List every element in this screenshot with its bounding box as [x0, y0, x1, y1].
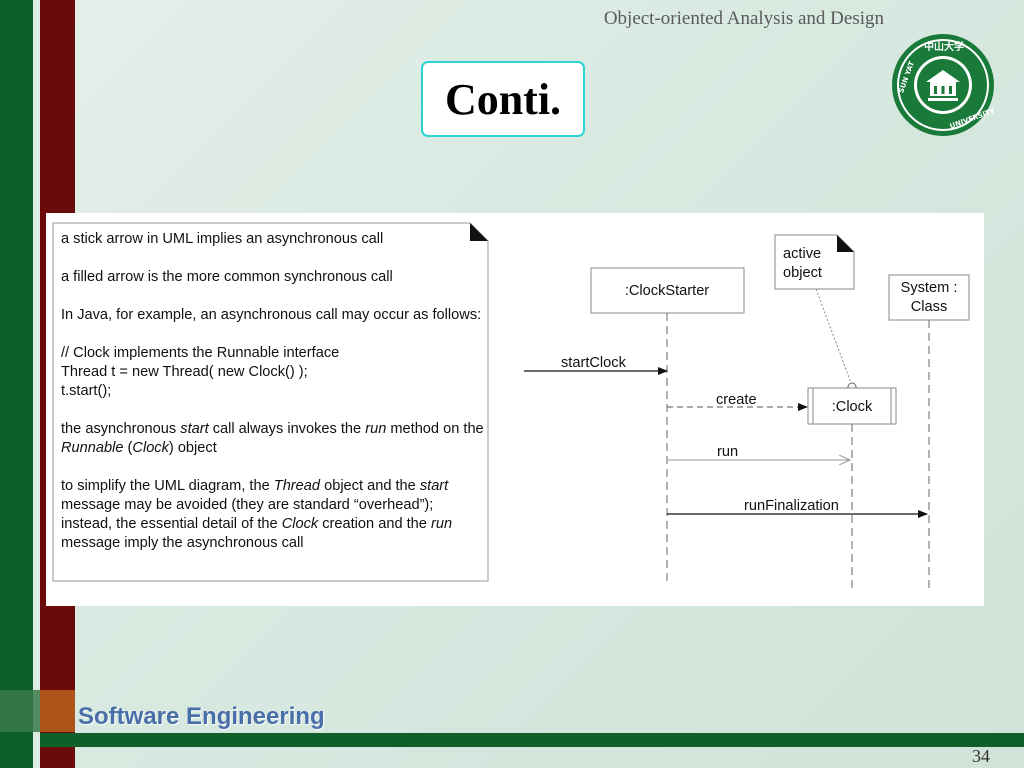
clock-box	[807, 387, 897, 425]
clockstarter-box	[590, 267, 745, 314]
system-class-box	[888, 274, 970, 321]
note-code-block: // Clock implements the Runnable interfa…	[61, 344, 486, 401]
active-object-label-1: active	[783, 246, 821, 262]
start-clock-label: startClock	[561, 355, 627, 371]
note-text: a stick arrow in UML implies an asynchro…	[61, 230, 486, 572]
footer-orange-square	[40, 690, 75, 732]
run-label: run	[717, 444, 738, 460]
note-box	[52, 222, 489, 582]
code-line-1: // Clock implements the Runnable interfa…	[61, 345, 340, 361]
active-object-note	[774, 234, 855, 290]
note-paragraph-1: a stick arrow in UML implies an asynchro…	[61, 231, 384, 247]
left-gap-bar	[33, 0, 40, 768]
university-seal-logo: SUN YAT UNIVERSITY 中山大学	[892, 34, 996, 136]
active-object-label-2: object	[783, 265, 822, 281]
left-green-bar	[0, 0, 33, 768]
note-paragraph-5: to simplify the UML diagram, the Thread …	[61, 478, 453, 551]
code-line-3: t.start();	[61, 383, 112, 399]
note-paragraph-2: a filled arrow is the more common synchr…	[61, 269, 393, 285]
page-number: 34	[972, 746, 990, 766]
sequence-diagram: :ClockStarter System : Class active obje…	[524, 234, 970, 593]
system-class-label-2: Class	[911, 299, 948, 315]
create-label: create	[716, 392, 757, 408]
footer-green-square	[0, 690, 40, 732]
clockstarter-label: :ClockStarter	[625, 283, 709, 299]
note-paragraph-4: the asynchronous start call always invok…	[61, 421, 484, 456]
course-header: Object-oriented Analysis and Design	[603, 8, 884, 29]
title-box: Conti.	[421, 61, 585, 137]
active-note-connector	[815, 288, 852, 384]
run-finalization-label: runFinalization	[744, 498, 839, 514]
code-line-2: Thread t = new Thread( new Clock() );	[61, 364, 308, 380]
note-paragraph-3: In Java, for example, an asynchronous ca…	[61, 307, 482, 323]
system-class-label-1: System :	[901, 280, 958, 296]
slide-title: Conti.	[444, 74, 562, 124]
svg-text:中山大学: 中山大学	[924, 40, 964, 53]
footer-label: Software Engineering	[78, 703, 325, 730]
footer-green-line	[40, 733, 1024, 747]
clock-label: :Clock	[832, 399, 873, 415]
